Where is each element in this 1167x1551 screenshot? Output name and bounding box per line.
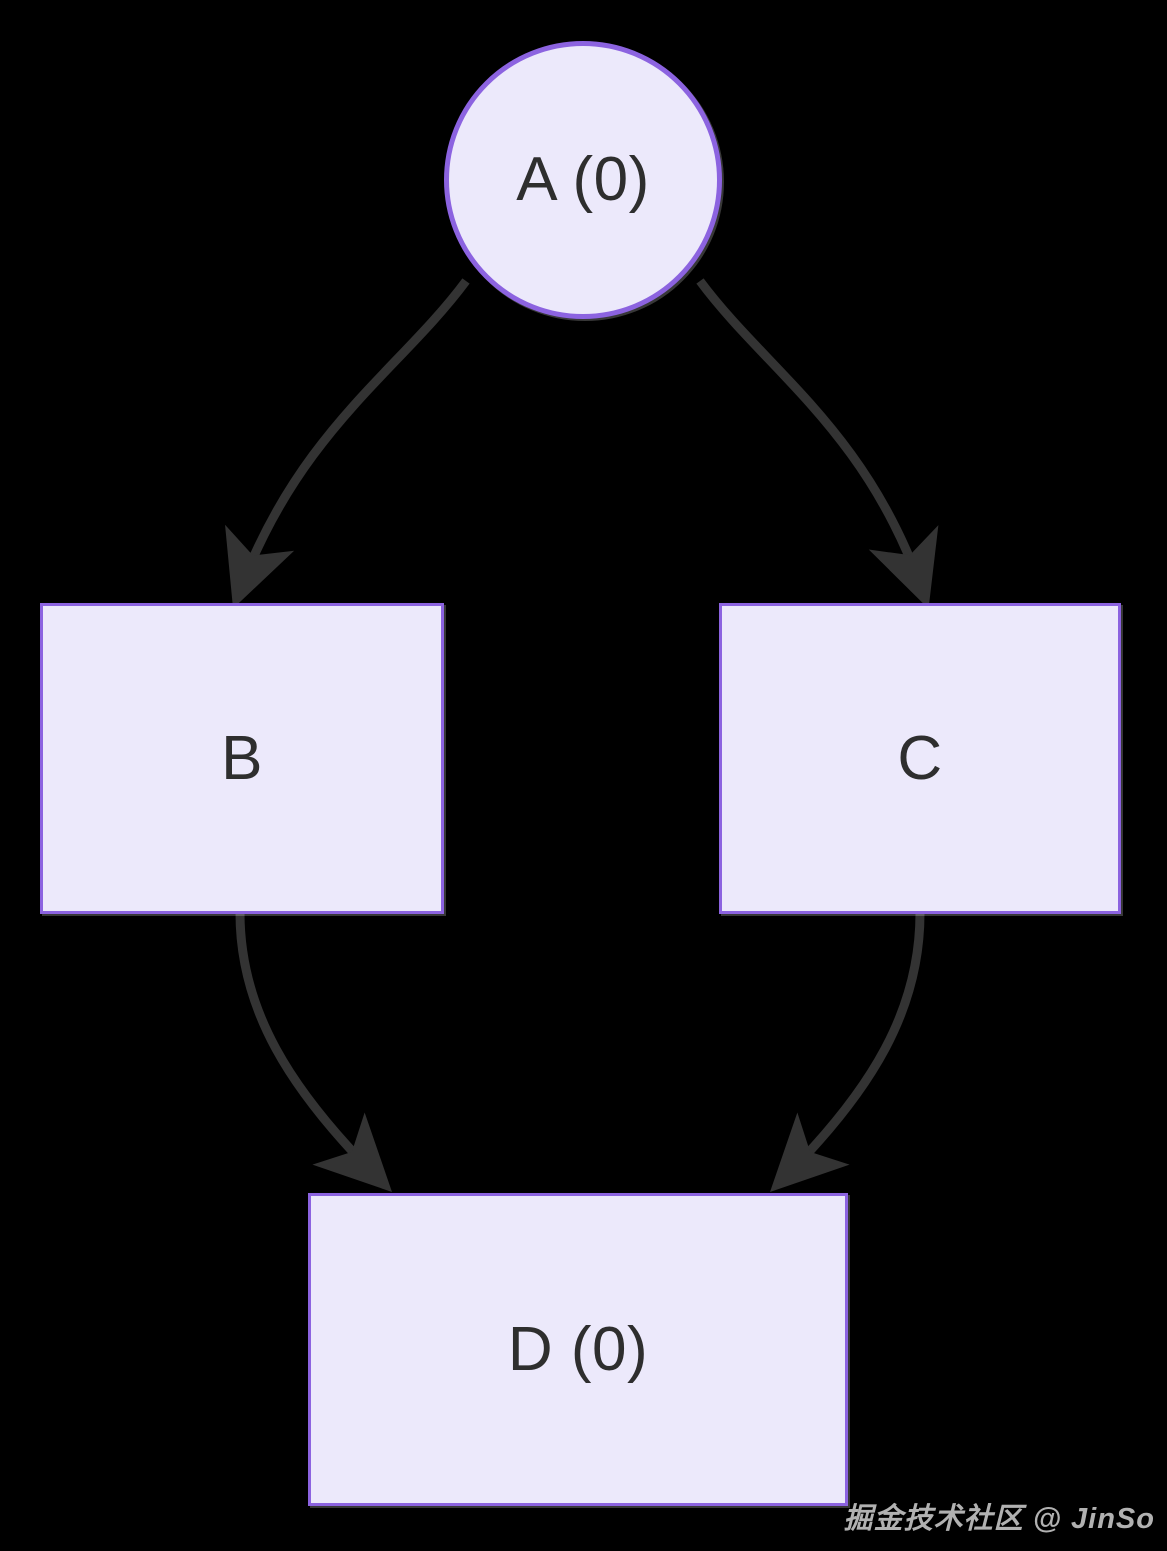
edge-c-to-d: [770, 912, 925, 1193]
node-d[interactable]: D (0): [308, 1193, 848, 1506]
node-d-label: D (0): [507, 1314, 649, 1384]
edge-a-to-c: [696, 278, 939, 609]
edge-b-to-d: [235, 912, 392, 1193]
node-c[interactable]: C: [719, 603, 1121, 914]
edge-a-to-b: [225, 278, 470, 609]
node-b[interactable]: B: [40, 603, 444, 914]
node-a[interactable]: A (0): [444, 41, 722, 319]
node-c-label: C: [897, 723, 943, 793]
watermark: 掘金技术社区 @ JinSo: [843, 1503, 1155, 1535]
node-b-label: B: [221, 723, 263, 793]
node-a-label: A (0): [516, 145, 650, 214]
